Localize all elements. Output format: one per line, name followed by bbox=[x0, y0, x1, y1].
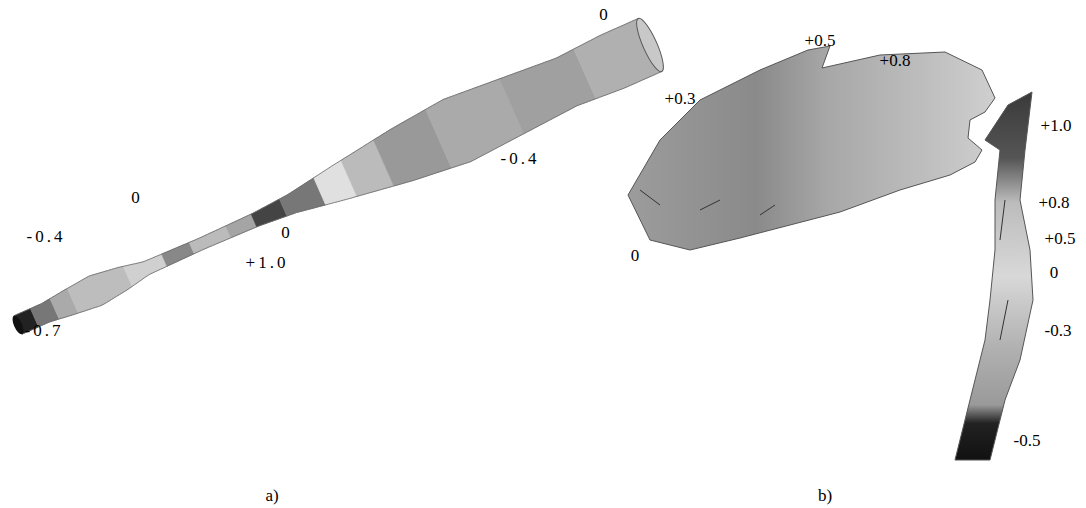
panel-label: b) bbox=[818, 487, 832, 504]
value-label: +0.8 bbox=[880, 52, 911, 69]
value-label: -0.4 bbox=[501, 150, 540, 167]
value-label: +1.0 bbox=[1041, 117, 1072, 134]
tube-band bbox=[226, 214, 257, 238]
value-label: 0 bbox=[631, 247, 640, 264]
tube-band bbox=[162, 242, 195, 266]
tube-outline bbox=[14, 19, 662, 335]
vocal-tract-a bbox=[10, 16, 668, 336]
vocal-tract-b bbox=[628, 46, 1033, 460]
value-label: -0.5 bbox=[1014, 432, 1041, 449]
value-label: +1.0 bbox=[246, 254, 289, 271]
value-label: +0.8 bbox=[1039, 194, 1070, 211]
tube-end bbox=[632, 16, 668, 75]
tube-band bbox=[123, 254, 167, 286]
value-label: -0.3 bbox=[1045, 322, 1072, 339]
value-label: +0.3 bbox=[665, 90, 696, 107]
value-label: 0 bbox=[1050, 264, 1059, 281]
value-label: 0 bbox=[281, 224, 293, 241]
value-label: -0.4 bbox=[27, 228, 66, 245]
oral-cavity bbox=[628, 46, 995, 250]
panel-label: a) bbox=[265, 487, 278, 504]
value-label: +0.5 bbox=[1045, 230, 1076, 247]
mesh-lines bbox=[640, 190, 1008, 340]
value-label: -0.7 bbox=[25, 322, 64, 339]
pharynx bbox=[955, 92, 1033, 460]
value-label: 0 bbox=[599, 6, 611, 23]
value-label: +0.5 bbox=[805, 32, 836, 49]
tube-end bbox=[10, 314, 25, 336]
value-label: 0 bbox=[131, 189, 143, 206]
